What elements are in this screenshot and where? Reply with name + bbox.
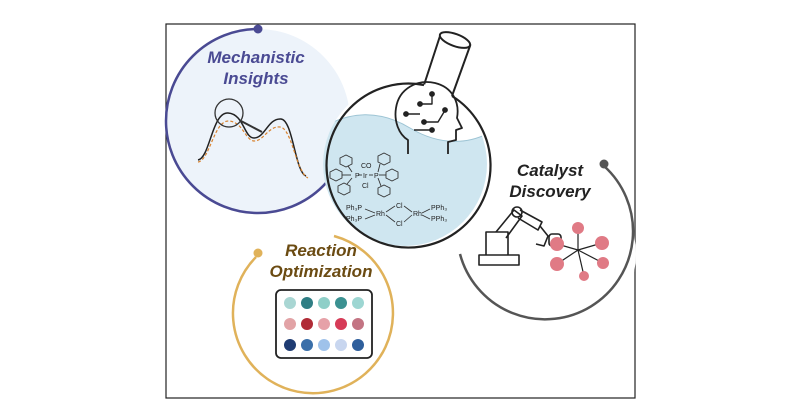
mechanistic-circle [166,29,350,213]
pph3-top-label: PPh₃ [431,205,447,212]
catalyst-arc [458,165,635,321]
cl-bottom-label: Cl [396,221,403,228]
well [301,297,313,309]
well [301,339,313,351]
reaction-optimization-label: Reaction Optimization [266,240,376,282]
well [352,339,364,351]
well [335,318,347,330]
reaction-arc [231,234,395,395]
chloride-label: Cl [362,183,369,190]
well [318,297,330,309]
molecule-icon [550,222,609,281]
iridium-complex: P Ir P CO Cl [329,152,399,198]
phosphorus-right: P [374,173,379,180]
catalyst-dot [599,159,609,169]
well [335,297,347,309]
pph3-bottom-label: PPh₃ [431,216,447,223]
ph3p-bottom-label: Ph₃P [346,216,362,223]
rh-right-label: Rh [413,211,422,218]
round-bottom-flask: P Ir P CO Cl Ph₃P Ph₃P Rh Cl Cl Rh PPh₃ … [323,31,492,249]
cl-top-label: Cl [396,203,403,210]
well [284,297,296,309]
carbonyl-label: CO [361,163,372,170]
catalyst-line1: Catalyst [516,161,584,180]
well [284,318,296,330]
mechanistic-insights-label: Mechanistic Insights [206,47,306,89]
magnifier-icon [214,98,244,128]
phosphorus-left: P [355,173,360,180]
reaction-optimization-panel [231,234,396,395]
reaction-line2: Optimization [269,262,373,281]
well [318,318,330,330]
well-plate-wells [284,297,364,351]
catalyst-discovery-label: Catalyst Discovery [505,160,595,202]
well [284,339,296,351]
well [301,318,313,330]
reaction-dot [253,248,263,258]
mechanistic-line1: Mechanistic [207,48,305,67]
well [352,297,364,309]
catalyst-discovery-panel [458,159,636,342]
rhodium-dimer-complex: Ph₃P Ph₃P Rh Cl Cl Rh PPh₃ PPh₃ [346,203,447,228]
mechanistic-line2: Insights [223,69,289,88]
well [318,339,330,351]
flask-liquid [323,114,487,246]
well [352,318,364,330]
reaction-line1: Reaction [285,241,357,260]
ph3p-top-label: Ph₃P [346,205,362,212]
energy-profile-curves [197,98,309,179]
frame-border [165,23,636,399]
rh-left-label: Rh [376,211,385,218]
ai-head-icon [394,81,463,154]
iridium-label: Ir [363,173,368,180]
catalyst-line2: Discovery [509,182,591,201]
well [335,339,347,351]
mechanistic-dot [253,24,263,34]
